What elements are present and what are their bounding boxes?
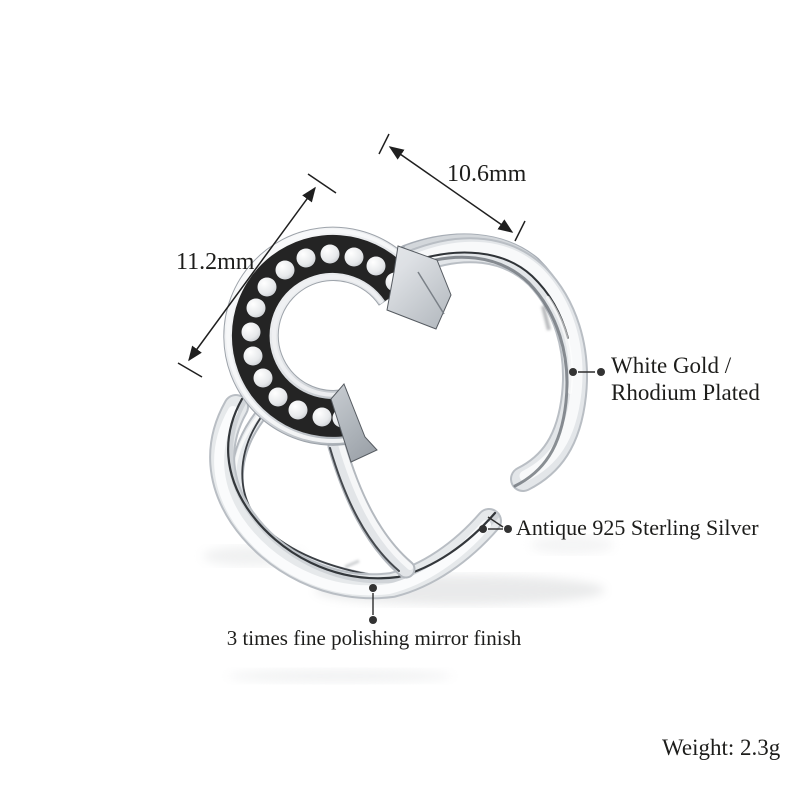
- hallmark-stamp: [344, 305, 551, 569]
- plating-label: White Gold / Rhodium Plated: [611, 352, 760, 406]
- band-tail-strand: [330, 444, 410, 571]
- horseshoe-chisel-bottom: [330, 383, 378, 463]
- plating-label-line2: Rhodium Plated: [611, 380, 760, 405]
- weight-label: Weight: 2.3g: [662, 735, 781, 760]
- dimension-tick: [177, 362, 203, 378]
- horseshoe-chisel-top: [386, 245, 452, 330]
- dimension-tick: [378, 133, 390, 155]
- material-label: Antique 925 Sterling Silver: [516, 515, 759, 540]
- callout-finish: [369, 584, 377, 624]
- callout-material: [479, 516, 512, 533]
- finish-label: 3 times fine polishing mirror finish: [226, 626, 522, 650]
- dim-width-label: 10.6mm: [447, 161, 527, 187]
- dimension-height: [177, 173, 337, 378]
- callout-plating: [569, 368, 605, 376]
- dim-height-label: 11.2mm: [176, 249, 255, 275]
- dimension-width: [378, 133, 526, 242]
- dimension-tick: [514, 220, 526, 242]
- band-right: [406, 237, 577, 486]
- dimension-tick: [307, 173, 337, 194]
- plating-label-line1: White Gold /: [611, 353, 732, 378]
